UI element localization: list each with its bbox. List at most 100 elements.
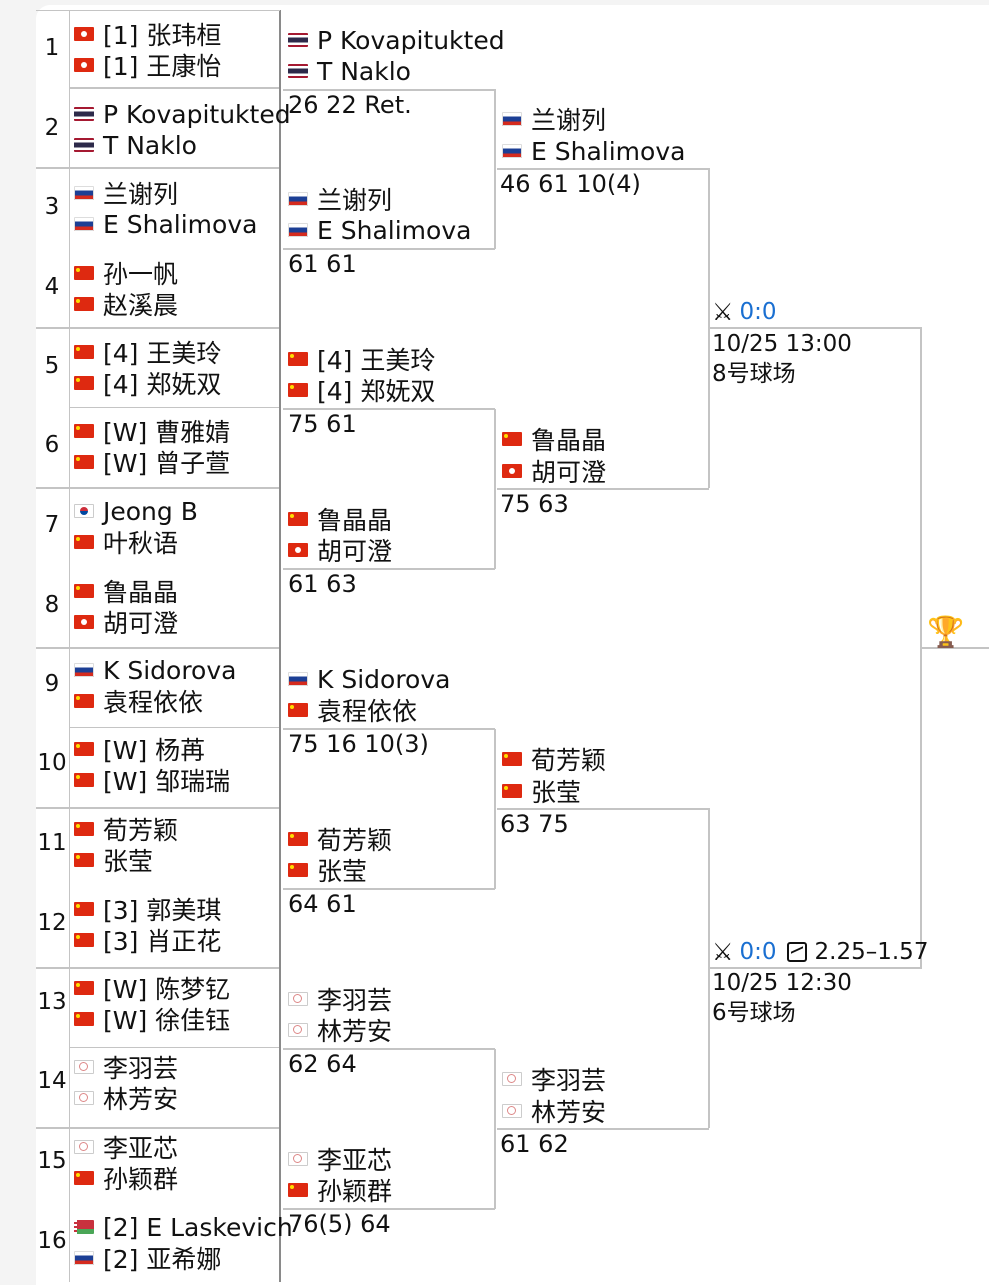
player-row[interactable]: P Kovapitukted [288, 25, 505, 55]
player-name: P Kovapitukted [103, 99, 291, 129]
player-row[interactable]: 胡可澄 [502, 456, 607, 487]
seed-number: 16 [37, 1228, 67, 1254]
player-name: [W] 陈梦钇 [103, 975, 231, 1004]
player-row[interactable]: 袁程依依 [288, 695, 417, 726]
player-row[interactable]: 兰谢列 [502, 104, 606, 135]
player-row[interactable]: [W] 陈梦钇 [74, 973, 231, 1004]
cn-flag-icon [74, 584, 94, 598]
player-row[interactable]: 林芳安 [288, 1015, 392, 1046]
match-score: 61 63 [288, 570, 357, 598]
player-name: 袁程依依 [103, 688, 204, 717]
player-row[interactable]: 林芳安 [74, 1083, 178, 1114]
player-row[interactable]: 李羽芸 [74, 1052, 179, 1083]
player-name: 李羽芸 [103, 1054, 179, 1083]
player-row[interactable]: [4] 郑妩双 [288, 375, 435, 406]
player-row[interactable]: 李亚芯 [74, 1132, 179, 1163]
player-row[interactable]: [W] 曾子萱 [74, 447, 230, 478]
match-score: 62 64 [288, 1050, 357, 1078]
player-row[interactable]: [2] E Laskevich [74, 1212, 293, 1242]
player-name: T Naklo [103, 130, 197, 160]
cn-flag-icon [74, 853, 94, 867]
player-row[interactable]: 袁程依依 [74, 686, 204, 717]
player-row[interactable]: 张莹 [74, 845, 153, 876]
player-row[interactable]: E Shalimova [288, 215, 471, 245]
player-row[interactable]: [1] 王康怡 [74, 50, 222, 81]
player-row[interactable]: 兰谢列 [74, 178, 178, 209]
player-row[interactable]: 张莹 [502, 776, 581, 807]
player-row[interactable]: P Kovapitukted [74, 99, 291, 129]
player-row[interactable]: E Shalimova [502, 136, 685, 166]
player-row[interactable]: 鲁晶晶 [74, 576, 178, 607]
semifinal-1-score: 0:0 [739, 299, 777, 325]
tw-flag-icon [288, 1152, 308, 1166]
player-row[interactable]: 鲁晶晶 [502, 424, 606, 455]
player-row[interactable]: 张莹 [288, 855, 367, 886]
player-row[interactable]: Jeong B [74, 496, 198, 526]
player-row[interactable]: [W] 杨苒 [74, 734, 205, 765]
bracket-line [494, 729, 496, 889]
player-row[interactable]: 孙颖群 [288, 1175, 392, 1206]
player-row[interactable]: [3] 郭美琪 [74, 894, 221, 925]
player-row[interactable]: 李羽芸 [502, 1064, 606, 1095]
player-name: 胡可澄 [531, 458, 607, 487]
player-row[interactable]: K Sidorova [288, 664, 450, 694]
player-row[interactable]: 孙一帆 [74, 258, 179, 289]
player-row[interactable]: [W] 曹雅婧 [74, 416, 230, 447]
player-row[interactable]: 孙颖群 [74, 1163, 178, 1194]
bracket-line [283, 408, 495, 410]
player-name: [W] 徐佳钰 [103, 1006, 231, 1035]
player-row[interactable]: [2] 亚希娜 [74, 1243, 221, 1274]
bracket-line [494, 89, 496, 249]
player-row[interactable]: 荀芳颖 [288, 824, 392, 855]
player-row[interactable]: 李羽芸 [288, 984, 392, 1015]
match-score: 76(5) 64 [288, 1210, 391, 1238]
player-row[interactable]: 胡可澄 [74, 607, 178, 638]
ru-flag-icon [288, 223, 308, 237]
player-row[interactable]: [3] 肖正花 [74, 925, 221, 956]
player-row[interactable]: 李亚芯 [288, 1144, 392, 1175]
player-row[interactable]: 林芳安 [502, 1096, 607, 1127]
semifinal-1-live[interactable]: ⚔ 0:0 [712, 297, 777, 327]
bracket-line [36, 1127, 280, 1129]
player-name: 林芳安 [531, 1098, 607, 1127]
player-row[interactable]: 兰谢列 [288, 184, 392, 215]
player-row[interactable]: K Sidorova [74, 655, 236, 685]
bracket-line [70, 727, 280, 728]
player-row[interactable]: [W] 徐佳钰 [74, 1004, 231, 1035]
player-row[interactable]: [4] 郑妩双 [74, 368, 221, 399]
player-name: 李亚芯 [103, 1134, 179, 1163]
bracket-line [497, 488, 709, 490]
cn-flag-icon [288, 703, 308, 717]
player-name: E Shalimova [103, 209, 258, 239]
tw-flag-icon [74, 1140, 94, 1154]
player-row[interactable]: [4] 王美玲 [288, 344, 435, 375]
hk-flag-icon [502, 464, 522, 478]
player-row[interactable]: 赵溪晨 [74, 289, 178, 320]
semifinal-2-live[interactable]: ⚔ 0:0 2.25–1.57 [712, 937, 928, 967]
seed-number: 8 [44, 592, 60, 618]
semifinal-2-time: 10/25 12:30 [712, 970, 852, 996]
player-row[interactable]: T Naklo [74, 130, 197, 160]
bracket-line [283, 888, 495, 890]
player-name: [1] 王康怡 [103, 52, 222, 81]
ru-flag-icon [288, 672, 308, 686]
player-row[interactable]: [4] 王美玲 [74, 337, 221, 368]
player-row[interactable]: 鲁晶晶 [288, 504, 392, 535]
player-row[interactable]: [W] 邹瑞瑞 [74, 765, 230, 796]
bracket-line [36, 10, 280, 11]
seed-number: 13 [37, 989, 67, 1015]
player-row[interactable]: 荀芳颖 [74, 814, 178, 845]
seed-number: 15 [37, 1148, 67, 1174]
player-row[interactable]: 胡可澄 [288, 535, 392, 566]
player-row[interactable]: [1] 张玮桓 [74, 19, 221, 50]
bracket-line [70, 407, 280, 408]
player-row[interactable]: 荀芳颖 [502, 744, 606, 775]
player-row[interactable]: E Shalimova [74, 209, 257, 239]
tw-flag-icon [74, 1060, 94, 1074]
player-row[interactable]: 叶秋语 [74, 527, 178, 558]
cn-flag-icon [74, 902, 94, 916]
player-name: 孙一帆 [103, 260, 179, 289]
player-row[interactable]: T Naklo [288, 56, 411, 86]
bracket-line [920, 327, 922, 967]
semifinal-1-time: 10/25 13:00 [712, 331, 852, 357]
